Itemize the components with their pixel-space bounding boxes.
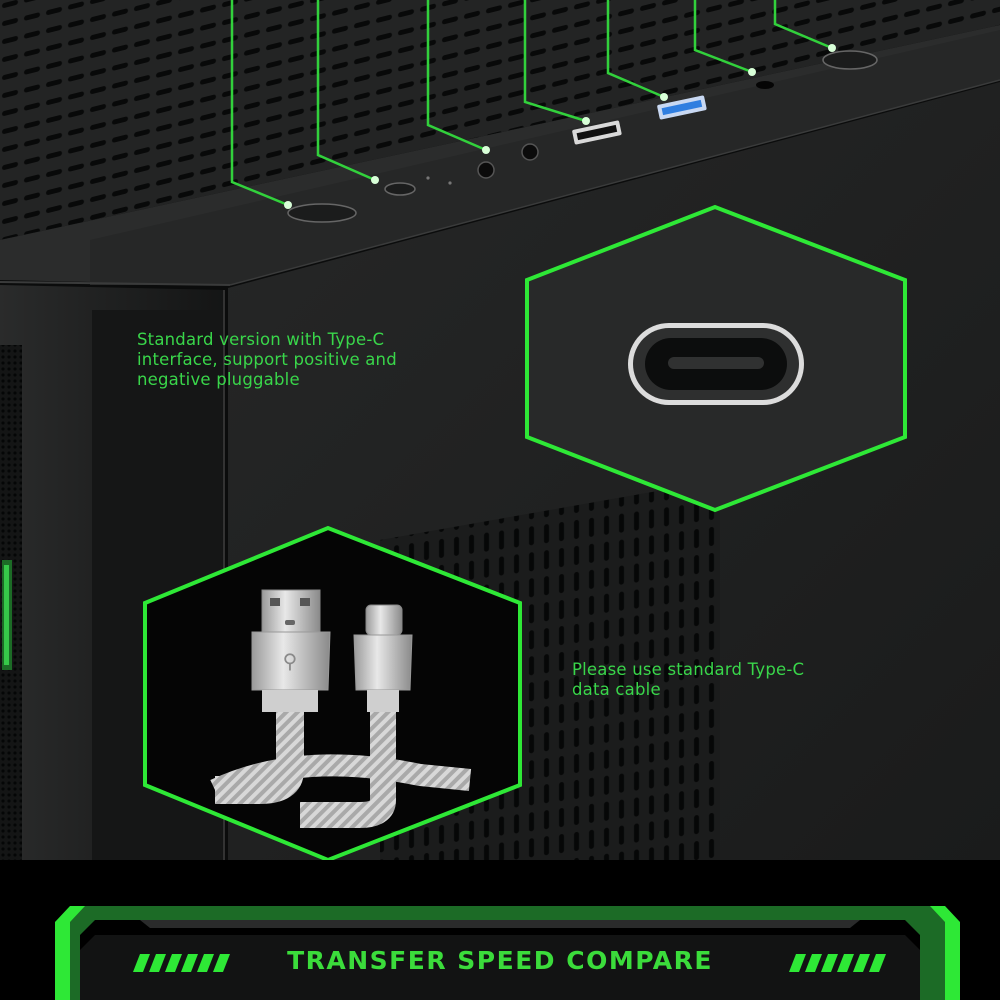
svg-text:⚲: ⚲ xyxy=(283,649,298,673)
led-indicator-icon xyxy=(756,81,774,89)
type-c-port-icon xyxy=(628,323,804,405)
usb3-port-icon xyxy=(657,95,707,120)
power-button-icon xyxy=(287,203,357,223)
port-callout-dots xyxy=(284,44,836,209)
banner-frame xyxy=(0,860,1000,1000)
case-top-surface xyxy=(0,0,1000,240)
cable-zoom-hexagon: ⚲ xyxy=(143,525,522,863)
front-io-ports xyxy=(287,50,878,223)
data-cable-callout: Please use standard Type-C data cable xyxy=(572,660,805,699)
banner-chevrons-left xyxy=(133,954,230,972)
aux-button-icon xyxy=(822,50,878,70)
reset-button-icon xyxy=(384,182,416,196)
type-c-interface-callout: Standard version with Type-C interface, … xyxy=(137,330,397,389)
mic-jack-icon xyxy=(521,143,539,161)
usb-cable-icon: ⚲ xyxy=(210,589,472,828)
type-c-zoom-hexagon xyxy=(525,204,907,513)
banner-chevrons-right xyxy=(789,954,886,972)
audio-jack-icon xyxy=(477,161,495,179)
banner-title: TRANSFER SPEED COMPARE xyxy=(287,946,713,975)
port-callout-lines xyxy=(230,0,833,207)
usb-port-icon xyxy=(572,120,622,145)
rgb-glow xyxy=(2,560,12,670)
